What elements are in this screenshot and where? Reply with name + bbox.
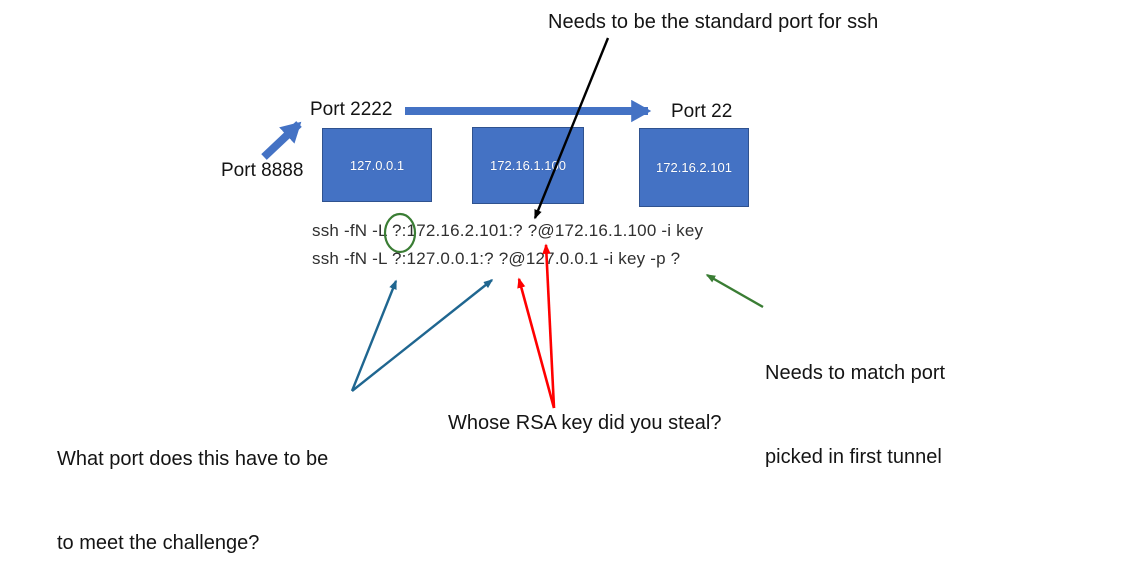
ssh-command-first-tunnel: ssh -fN -L ?:172.16.2.101:? ?@172.16.1.1… bbox=[312, 221, 704, 240]
host-box-jump: 172.16.1.100 bbox=[472, 127, 584, 204]
annotation-rsa-key: Whose RSA key did you steal? bbox=[448, 412, 722, 434]
flow-arrow-port8888 bbox=[261, 121, 302, 160]
pointer-arrow-what-port-2 bbox=[351, 279, 494, 392]
label-port-8888: Port 8888 bbox=[221, 160, 304, 181]
annotation-match-first-tunnel-port: Needs to match port picked in first tunn… bbox=[765, 303, 945, 527]
host-ip-localhost: 127.0.0.1 bbox=[349, 157, 405, 173]
pointer-arrow-rsa-key-2 bbox=[517, 277, 556, 409]
pointer-arrow-rsa-key-1 bbox=[542, 243, 556, 409]
annotation-match-first-tunnel-port-line1: Needs to match port bbox=[765, 362, 946, 384]
pointer-arrow-what-port-1 bbox=[350, 279, 398, 392]
host-ip-jump: 172.16.1.100 bbox=[490, 158, 566, 173]
annotation-match-first-tunnel-port-line2: picked in first tunnel bbox=[765, 446, 942, 468]
annotation-standard-ssh-port: Needs to be the standard port for ssh bbox=[548, 11, 879, 33]
host-box-target: 172.16.2.101 bbox=[639, 128, 749, 207]
host-ip-target: 172.16.2.101 bbox=[656, 160, 732, 175]
pointer-arrow-match-port bbox=[705, 273, 764, 309]
label-port-22: Port 22 bbox=[671, 101, 733, 122]
annotation-what-port-challenge-line1: What port does this have to be bbox=[57, 448, 329, 470]
annotation-what-port-challenge-line2: to meet the challenge? bbox=[57, 532, 260, 554]
ssh-command-second-tunnel: ssh -fN -L ?:127.0.0.1:? ?@127.0.0.1 -i … bbox=[312, 249, 681, 268]
host-box-localhost: 127.0.0.1 bbox=[322, 128, 432, 202]
label-port-2222: Port 2222 bbox=[310, 99, 393, 120]
annotation-what-port-challenge: What port does this have to be to meet t… bbox=[57, 389, 328, 573]
